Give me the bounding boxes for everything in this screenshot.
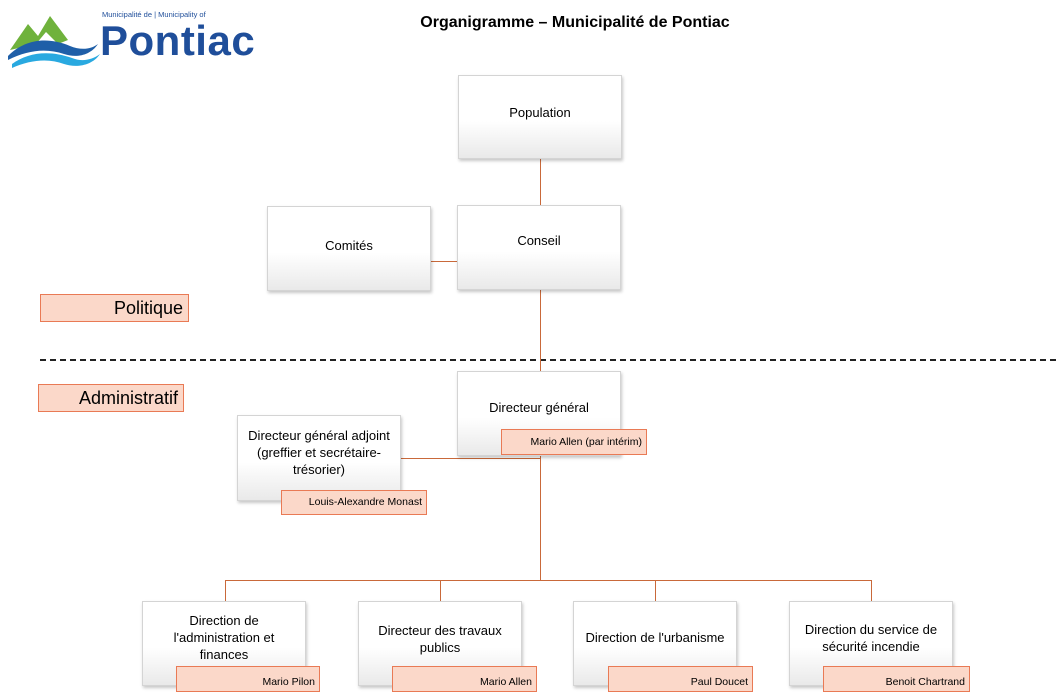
connector-directions-bar (225, 580, 872, 581)
node-direction-administration-label: Direction de l'administration et finance… (173, 613, 275, 662)
connector-admin (225, 580, 226, 601)
node-comites: Comités (267, 206, 431, 291)
connector-incendie (871, 580, 872, 601)
logo-municipality-caption: Municipalité de | Municipality of (102, 10, 206, 19)
page-title: Organigramme – Municipalité de Pontiac (420, 14, 730, 31)
node-directeur-general-adjoint-label: Directeur général adjoint (greffier et s… (248, 428, 390, 477)
zone-label-politique: Politique (40, 294, 189, 322)
connector-population-conseil (540, 159, 541, 205)
node-direction-securite-incendie-label: Direction du service de sécurité incendi… (804, 622, 938, 654)
node-population-label: Population (509, 105, 571, 120)
zone-label-administratif: Administratif (38, 384, 184, 412)
node-directeur-general-adjoint-person: Louis-Alexandre Monast (281, 490, 427, 515)
node-direction-securite-incendie-person: Benoit Chartrand (823, 666, 970, 692)
connector-urbanisme (655, 580, 656, 601)
logo: Municipalité de | Municipality of Pontia… (6, 6, 255, 76)
logo-wordmark: Pontiac (100, 17, 256, 64)
connector-travaux (440, 580, 441, 601)
connector-conseil-dg (540, 290, 541, 372)
node-direction-urbanisme-label: Direction de l'urbanisme (585, 630, 725, 645)
node-directeur-general-adjoint: Directeur général adjoint (greffier et s… (237, 415, 401, 501)
node-conseil: Conseil (457, 205, 621, 290)
node-directeur-general-label: Directeur général (489, 400, 589, 415)
node-population: Population (458, 75, 622, 159)
connector-comites-conseil (431, 261, 457, 262)
node-directeur-general-person: Mario Allen (par intérim) (501, 429, 647, 455)
connector-dg-directions (540, 455, 541, 581)
node-conseil-label: Conseil (517, 233, 561, 248)
node-direction-administration-person: Mario Pilon (176, 666, 320, 692)
node-direction-urbanisme-person: Paul Doucet (608, 666, 753, 692)
politique-administratif-divider (40, 359, 1056, 361)
node-directeur-travaux-publics-person: Mario Allen (392, 666, 537, 692)
waves-logo-icon (8, 16, 100, 68)
connector-dg-dga (400, 458, 540, 459)
node-comites-label: Comités (325, 238, 373, 253)
node-directeur-travaux-publics-label: Directeur des travaux publics (378, 623, 502, 655)
